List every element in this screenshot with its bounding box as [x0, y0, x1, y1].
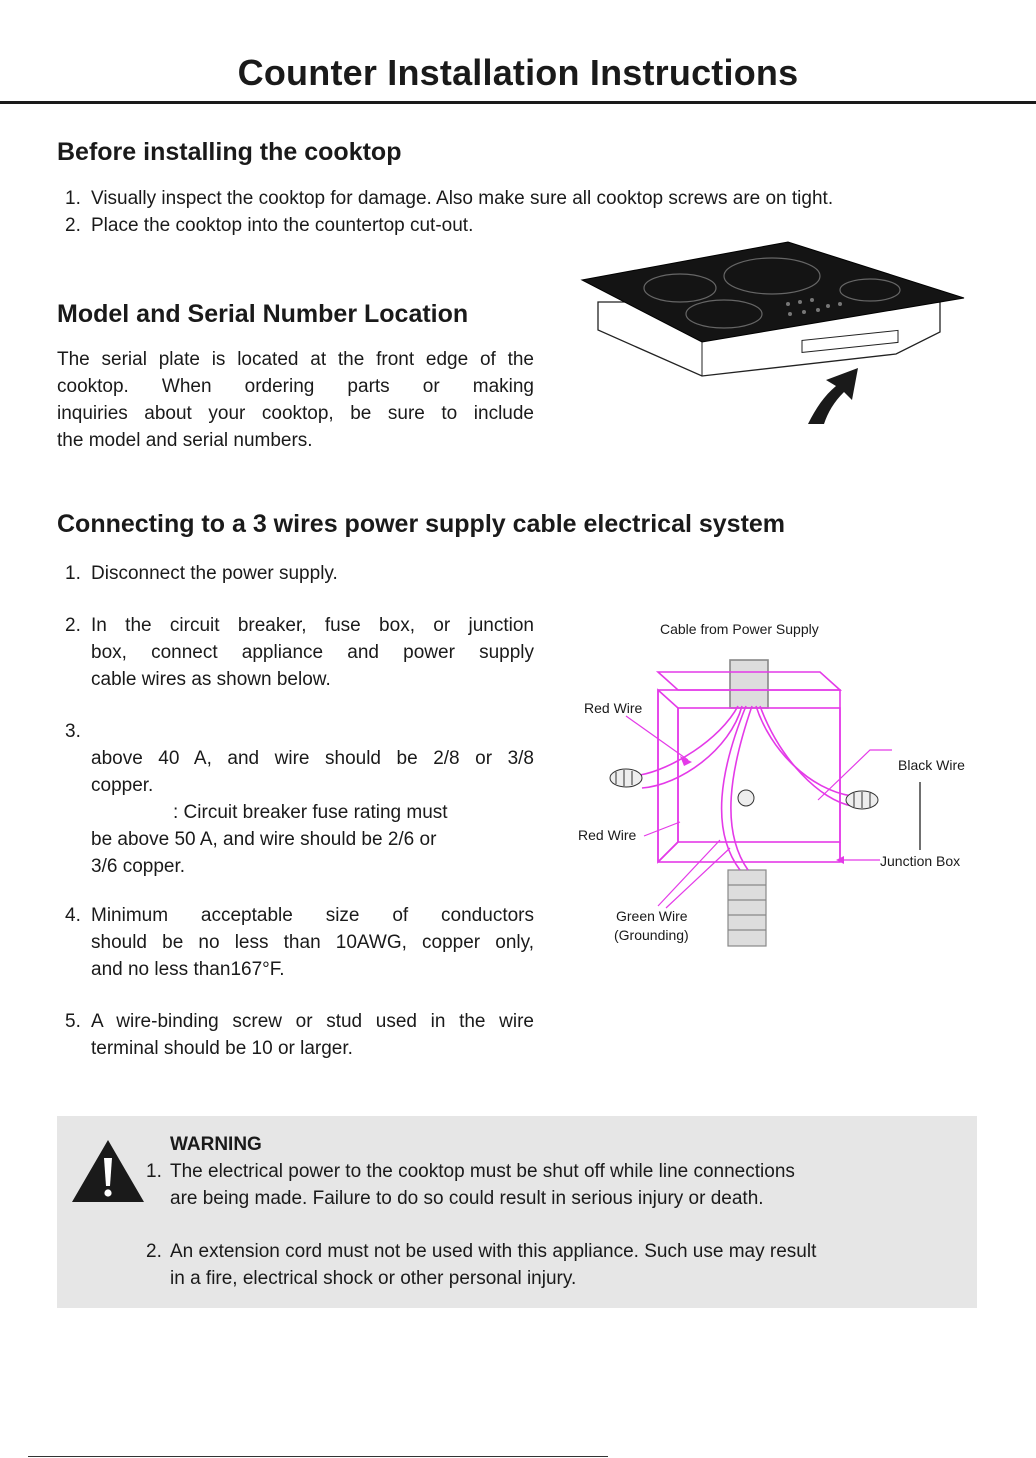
cable-label: Cable from Power Supply	[660, 621, 819, 637]
list-item: 2. Place the cooktop into the countertop …	[57, 212, 997, 239]
warning-box	[57, 1116, 977, 1308]
page-title: Counter Installation Instructions	[237, 52, 799, 93]
list-line: should be no less than 10AWG, copper onl…	[91, 932, 534, 953]
list-text: Disconnect the power supply.	[91, 563, 338, 584]
list-line: terminal should be 10 or larger.	[91, 1038, 353, 1059]
warning-line: in a fire, electrical shock or other per…	[170, 1268, 577, 1289]
footer-divider	[28, 1456, 608, 1457]
list-line: copper.	[91, 775, 154, 796]
list-line: be above 50 A, and wire should be 2/6 or	[91, 829, 437, 850]
before-heading: Before installing the cooktop	[57, 138, 402, 166]
warning-number: 1.	[146, 1161, 162, 1182]
list-line: cable wires as shown below.	[91, 669, 331, 690]
serial-paragraph: The serial plate is located at the front…	[57, 346, 534, 454]
list-number: 4.	[65, 905, 81, 926]
list-line: In the circuit breaker, fuse box, or jun…	[91, 615, 534, 636]
red-wire-bottom-label: Red Wire	[578, 827, 637, 843]
cooktop-illustration	[580, 241, 965, 424]
connect-item-1: 1. Disconnect the power supply.	[57, 560, 534, 587]
warning-number: 2.	[146, 1241, 162, 1262]
warning-line: are being made. Failure to do so could r…	[170, 1188, 764, 1209]
green-wire-label: Green Wire	[616, 908, 688, 924]
list-line: above 40 A, and wire should be 2/8 or 3/…	[91, 748, 534, 769]
warning-line: The electrical power to the cooktop must…	[170, 1161, 795, 1182]
connect-item-5: 5. A wire-binding screw or stud used in …	[57, 1008, 534, 1062]
wiring-diagram	[609, 659, 921, 947]
before-list: 1. Visually inspect the cooktop for damag…	[57, 185, 997, 239]
red-wire-top-label: Red Wire	[584, 700, 643, 716]
connect-item-3: 3. above 40 A, and wire should be 2/8 or…	[57, 718, 534, 880]
list-number: 1.	[65, 563, 81, 584]
title-divider	[0, 101, 1036, 104]
list-line: box, connect appliance and power supply	[91, 642, 534, 663]
list-text: Place the cooktop into the countertop cu…	[91, 215, 474, 236]
list-line: 3/6 copper.	[91, 856, 186, 877]
junction-box-label: Junction Box	[880, 853, 961, 869]
serial-line: the model and serial numbers.	[57, 430, 313, 451]
list-number: 5.	[65, 1011, 81, 1032]
warning-title: WARNING	[170, 1134, 262, 1155]
list-line: and no less than167°F.	[91, 959, 285, 980]
serial-line: inquiries about your cooktop, be sure to…	[57, 403, 534, 424]
warning-item-2: 2. An extension cord must not be used wi…	[146, 1238, 946, 1292]
list-line: A wire-binding screw or stud used in the…	[91, 1011, 534, 1032]
list-item: 1. Visually inspect the cooktop for damag…	[57, 185, 997, 212]
connect-item-4: 4. Minimum acceptable size of conductors…	[57, 902, 534, 983]
serial-line: cooktop. When ordering parts or making	[57, 376, 534, 397]
warning-triangle-icon	[72, 1140, 144, 1202]
serial-line: The serial plate is located at the front…	[57, 349, 534, 370]
black-wire-label: Black Wire	[898, 757, 965, 773]
list-number: 1.	[65, 188, 81, 209]
list-line: Minimum acceptable size of conductors	[91, 905, 534, 926]
connect-item-2: 2. In the circuit breaker, fuse box, or …	[57, 612, 534, 693]
grounding-label: (Grounding)	[614, 927, 689, 943]
warning-item-1: 1. The electrical power to the cooktop m…	[146, 1158, 946, 1212]
serial-heading: Model and Serial Number Location	[57, 300, 469, 328]
list-text: Visually inspect the cooktop for damage.…	[91, 188, 834, 209]
list-number: 2.	[65, 215, 81, 236]
list-number: 2.	[65, 615, 81, 636]
list-number: 3.	[65, 721, 81, 742]
list-line: : Circuit breaker fuse rating must	[173, 802, 448, 823]
connect-heading: Connecting to a 3 wires power supply cab…	[57, 510, 786, 538]
warning-line: An extension cord must not be used with …	[170, 1241, 817, 1262]
